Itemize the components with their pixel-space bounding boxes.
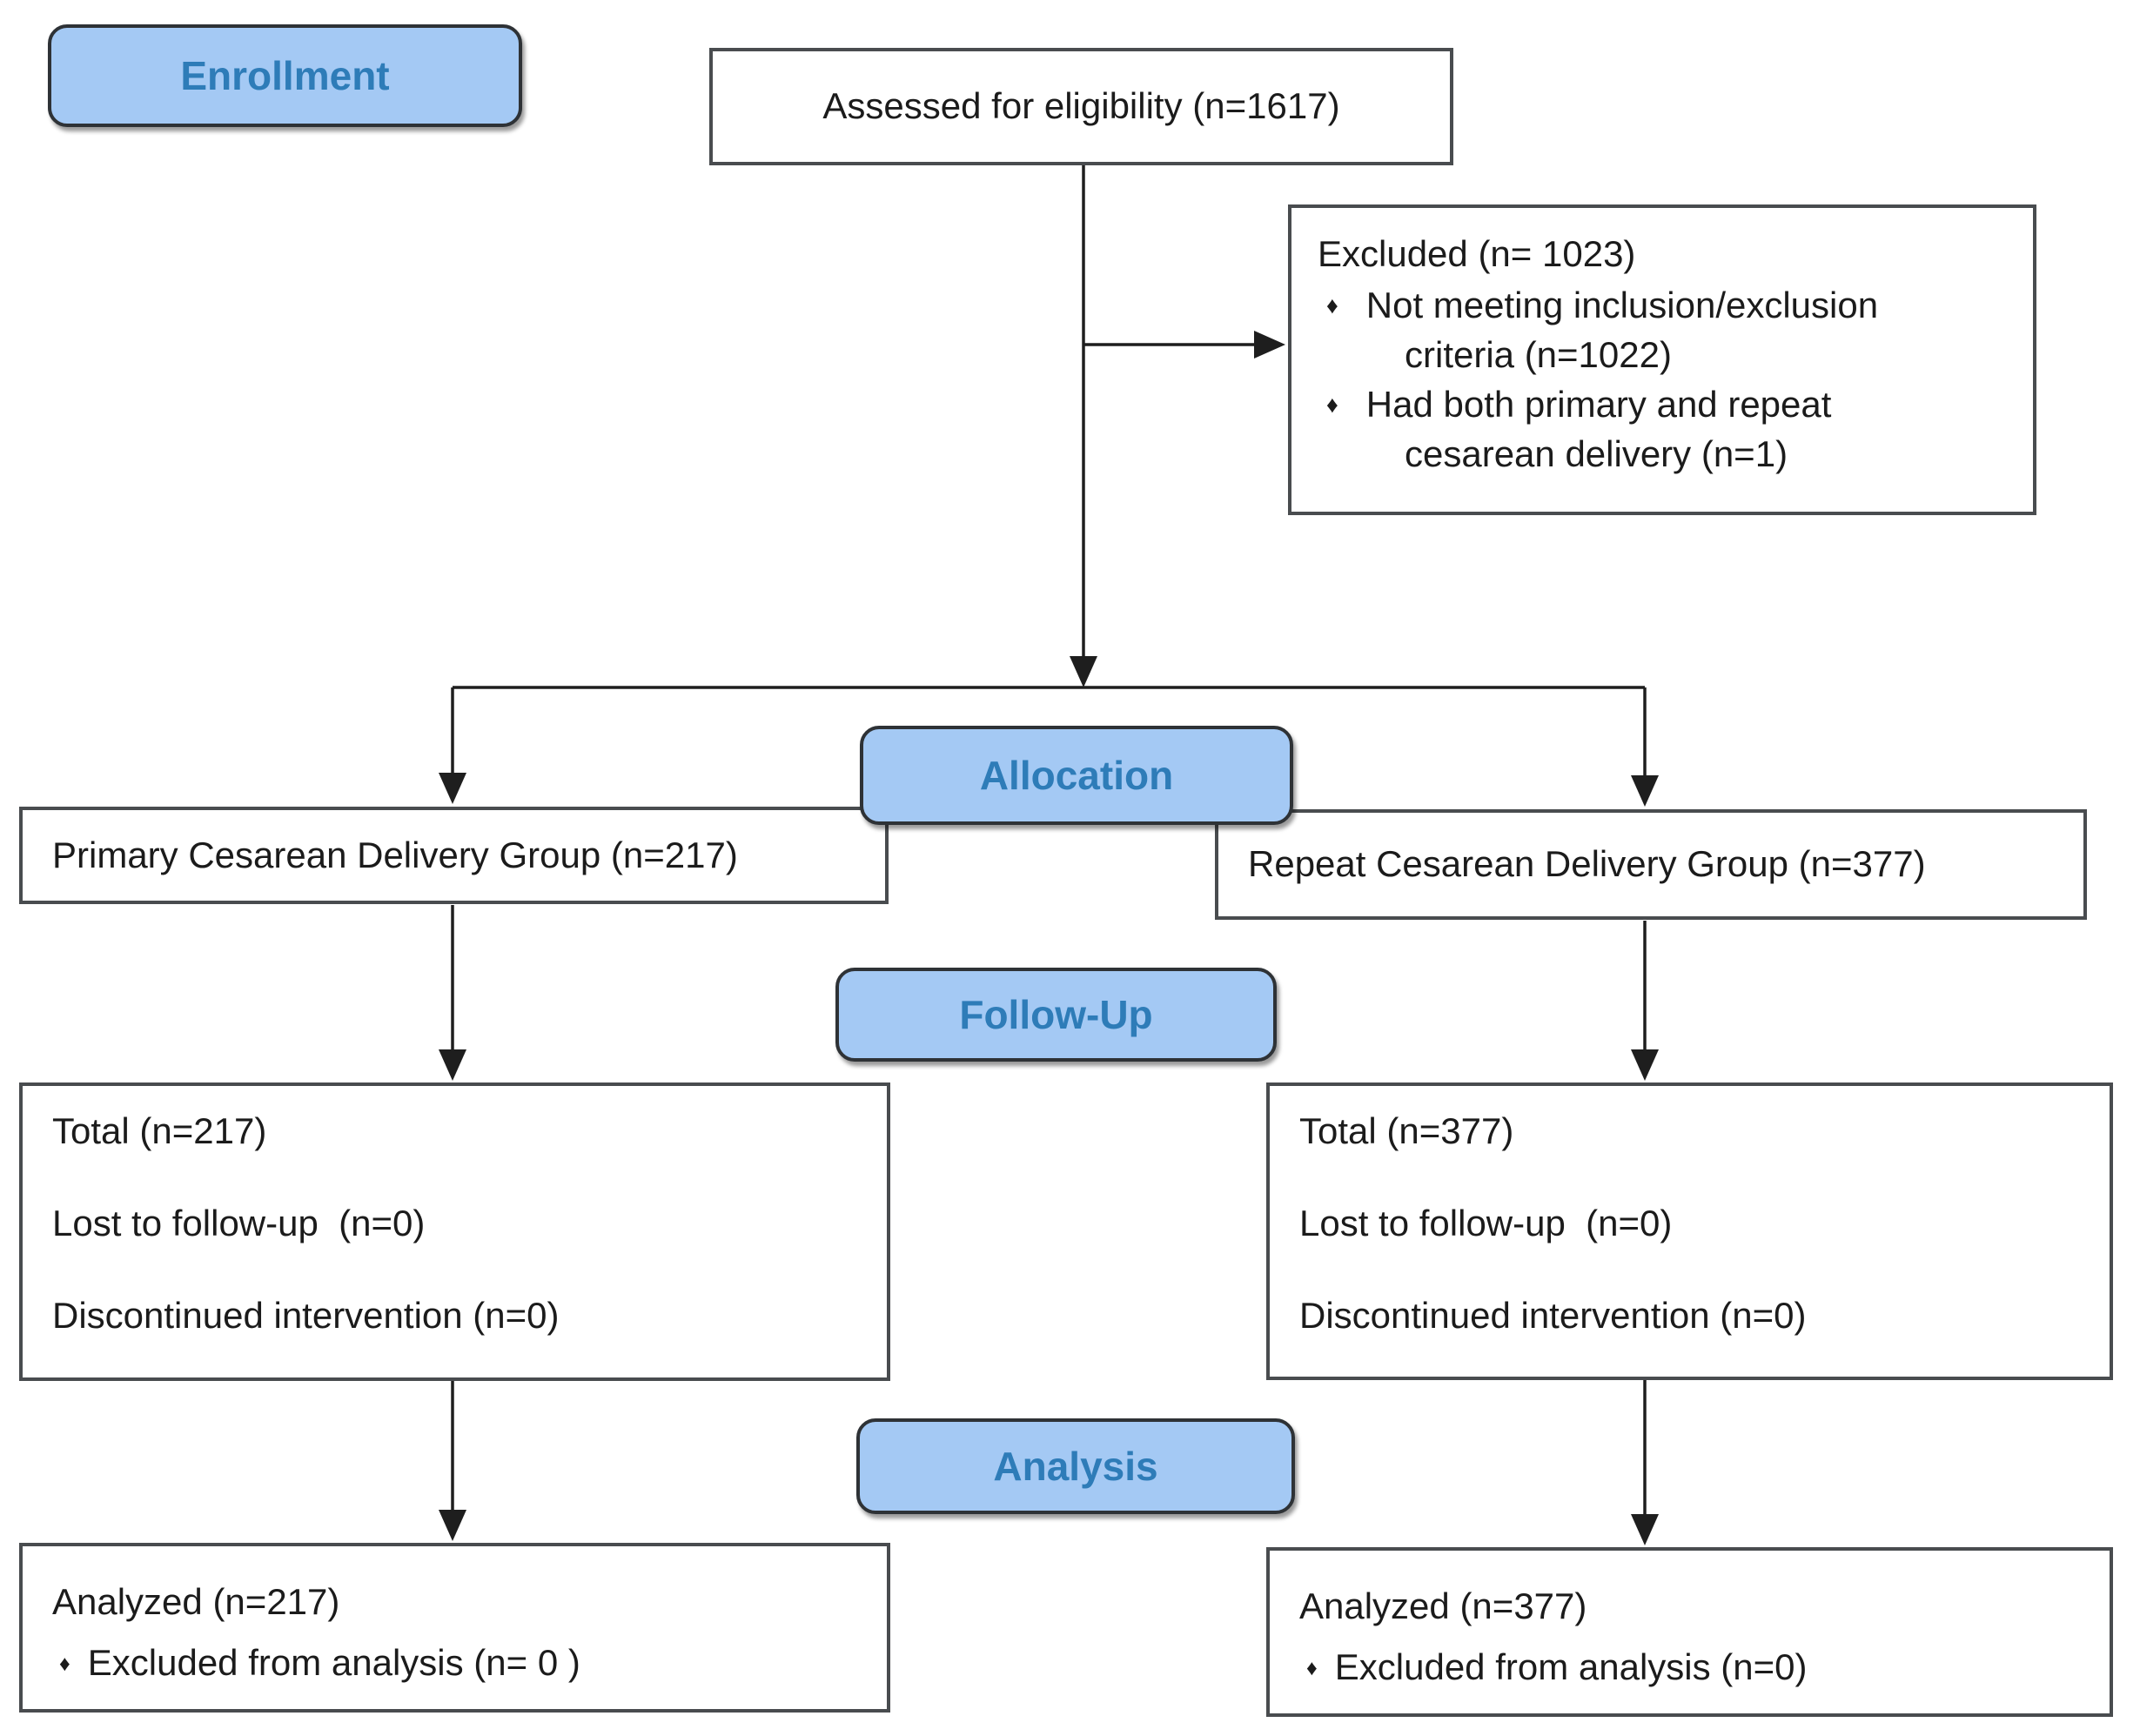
excluded-title: Excluded (n= 1023) — [1318, 233, 1636, 274]
followup-line: Lost to follow-up (n=0) — [1299, 1203, 1673, 1244]
repeat-followup-box: Total (n=377) Lost to follow-up (n=0) Di… — [1266, 1082, 2113, 1380]
repeat-group-text: Repeat Cesarean Delivery Group (n=377) — [1248, 843, 1926, 885]
followup-line: Lost to follow-up (n=0) — [52, 1203, 426, 1244]
stage-label-analysis: Analysis — [856, 1418, 1295, 1514]
stage-label-enrollment: Enrollment — [48, 24, 522, 127]
analysis-bullet: Excluded from analysis (n= 0 ) — [52, 1640, 869, 1686]
arrowhead-repeat-analysis — [1631, 1514, 1659, 1545]
excluded-bullet-list: Not meeting inclusion/exclusion criteria… — [1318, 280, 1984, 479]
analysis-title: Analyzed (n=377) — [1299, 1585, 1587, 1626]
stage-label-follow-up: Follow-Up — [835, 968, 1277, 1062]
excluded-box: Excluded (n= 1023) Not meeting inclusion… — [1288, 204, 2036, 515]
arrowhead-primary-analysis — [439, 1510, 466, 1541]
analysis-bullet-list: Excluded from analysis (n= 0 ) — [52, 1640, 869, 1686]
followup-line: Discontinued intervention (n=0) — [52, 1295, 560, 1337]
followup-line: Total (n=217) — [52, 1110, 267, 1151]
analysis-title: Analyzed (n=217) — [52, 1581, 340, 1622]
analysis-bullet-list: Excluded from analysis (n=0) — [1299, 1645, 2092, 1690]
repeat-analysis-box: Analyzed (n=377) Excluded from analysis … — [1266, 1547, 2113, 1717]
assessed-box: Assessed for eligibility (n=1617) — [709, 48, 1453, 165]
arrowhead-repeat-group — [1631, 775, 1659, 807]
arrowhead-excluded — [1254, 331, 1285, 359]
primary-followup-box: Total (n=217) Lost to follow-up (n=0) Di… — [19, 1082, 890, 1381]
followup-line: Total (n=377) — [1299, 1110, 1514, 1151]
arrowhead-primary-group — [439, 773, 466, 804]
arrowhead-repeat-followup — [1631, 1049, 1659, 1081]
excluded-bullet: Not meeting inclusion/exclusion criteria… — [1318, 280, 1984, 379]
arrowhead-primary-followup — [439, 1049, 466, 1081]
primary-group-box: Primary Cesarean Delivery Group (n=217) — [19, 807, 889, 904]
primary-group-text: Primary Cesarean Delivery Group (n=217) — [52, 834, 738, 875]
repeat-group-box: Repeat Cesarean Delivery Group (n=377) — [1215, 809, 2087, 920]
arrowhead-split — [1070, 656, 1097, 687]
stage-label-allocation: Allocation — [860, 726, 1293, 825]
analysis-bullet: Excluded from analysis (n=0) — [1299, 1645, 2092, 1690]
followup-line: Discontinued intervention (n=0) — [1299, 1295, 1807, 1337]
assessed-text: Assessed for eligibility (n=1617) — [822, 85, 1340, 127]
primary-analysis-box: Analyzed (n=217) Excluded from analysis … — [19, 1543, 890, 1713]
excluded-bullet: Had both primary and repeat cesarean del… — [1318, 379, 1984, 479]
